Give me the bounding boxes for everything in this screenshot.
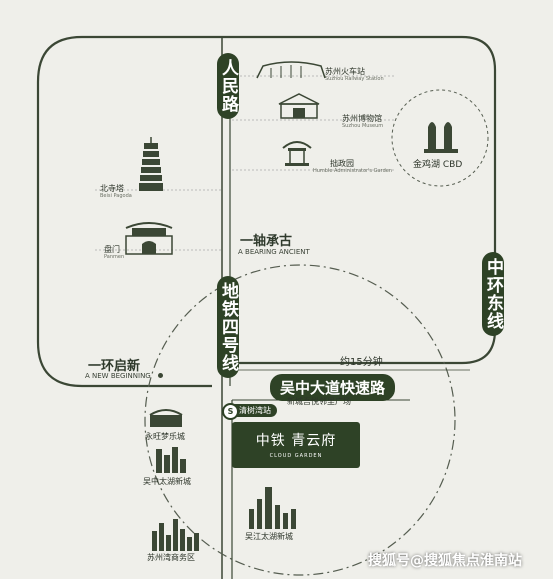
pavilion-icon (282, 141, 312, 166)
wujiang-taihu-label: 吴江太湖新城 (245, 532, 293, 541)
pagoda-en: Beisi Pagoda (100, 193, 132, 199)
gate-icon (125, 222, 173, 255)
plaza-label: 新城吾悦邻里广场 (287, 397, 351, 406)
metro-line4-label: 地铁四号线 (217, 276, 239, 378)
panmen-cn: 盘门 (104, 245, 120, 254)
humble-garden-en: Humble Administrator's Garden (313, 168, 393, 174)
humble-garden-cn: 拙政园 (330, 159, 354, 168)
skyline-icon-2 (152, 519, 199, 551)
watermark: 搜狐号@搜狐焦点淮南站 (368, 553, 522, 569)
metro-station-label: 清树湾站 (239, 406, 271, 415)
new-beginning-en: A NEW BEGINNING (85, 372, 151, 380)
cbd-circle (391, 89, 489, 187)
taihu-newtown-label: 吴中太湖新城 (143, 477, 191, 486)
project-name-en: CLOUD GARDEN (269, 453, 323, 459)
railway-station-icon (256, 61, 326, 79)
wuzhong-expressway-label: 吴中大道快速路 (270, 374, 396, 401)
metro-logo-icon: S (222, 403, 239, 420)
panmen-en: Panmen (104, 254, 125, 260)
railway-station-cn: 苏州火车站 (325, 67, 365, 76)
new-beginning-dot (158, 373, 163, 378)
cbd-label: 金鸡湖 CBD (413, 160, 463, 170)
new-beginning-cn: 一环启新 (88, 359, 141, 374)
outer-ring-road (36, 35, 497, 388)
suzhou-bay-label: 苏州湾商务区 (147, 553, 195, 562)
railway-station-en: Suzhou Railway Station (325, 76, 384, 82)
central-axis-en: A BEARING ANCIENT (238, 248, 310, 256)
museum-en: Suzhou Museum (342, 123, 384, 129)
museum-cn: 苏州博物馆 (342, 114, 382, 123)
skyline-icon-1 (156, 447, 186, 473)
pagoda-icon (139, 137, 163, 191)
cbd-icon (424, 122, 458, 153)
pagoda-cn: 北寺塔 (100, 184, 124, 193)
mall-icon (149, 409, 183, 427)
radius-circle (144, 264, 456, 576)
middle-ring-east-label: 中环东线 (482, 252, 504, 336)
central-axis-cn: 一轴承古 (240, 234, 293, 249)
project-name: 中铁 青云府 (255, 433, 337, 449)
travel-time: 约15分钟 (340, 357, 383, 368)
project-box: 中铁 青云府 CLOUD GARDEN (232, 422, 360, 468)
yongwang-label: 永旺梦乐城 (145, 432, 185, 441)
renmin-road-label: 人民路 (217, 53, 239, 119)
museum-icon (278, 93, 320, 119)
skyline-icon-3 (249, 487, 296, 529)
